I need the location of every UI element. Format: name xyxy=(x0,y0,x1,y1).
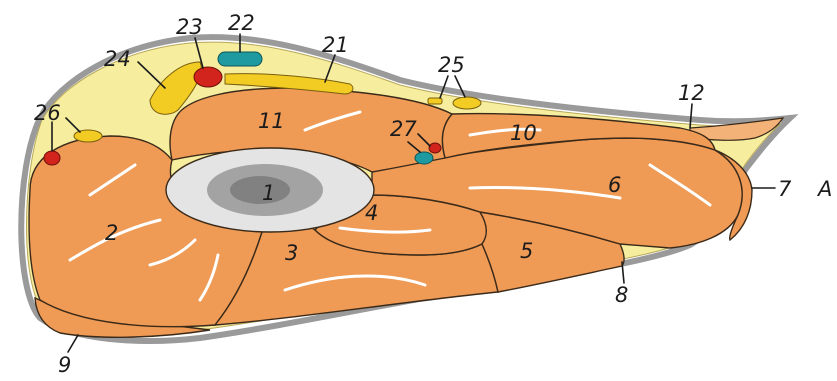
nerve-25 xyxy=(453,97,481,109)
label-4: 4 xyxy=(365,201,378,225)
label-2: 2 xyxy=(105,221,118,245)
label-3: 3 xyxy=(285,241,298,265)
label-23: 23 xyxy=(176,15,203,39)
label-12: 12 xyxy=(678,81,705,105)
label-25: 25 xyxy=(438,53,465,77)
label-10: 10 xyxy=(510,121,537,145)
label-26: 26 xyxy=(34,101,61,125)
artery-23 xyxy=(194,67,222,87)
nerve-small xyxy=(428,98,442,104)
label-22: 22 xyxy=(228,11,255,35)
label-6: 6 xyxy=(608,173,621,197)
label-8: 8 xyxy=(615,283,628,307)
bone-marrow-core xyxy=(230,176,290,204)
vein-22 xyxy=(218,52,262,66)
artery-27 xyxy=(429,143,441,153)
label-5: 5 xyxy=(520,239,533,263)
label-1: 1 xyxy=(262,181,275,205)
nerve-26 xyxy=(74,130,102,142)
label-7: 7 xyxy=(778,177,792,201)
vein-27 xyxy=(415,152,433,164)
artery-26 xyxy=(44,151,60,165)
leader-9 xyxy=(68,335,78,352)
label-9: 9 xyxy=(58,353,71,377)
label-21: 21 xyxy=(322,33,349,57)
side-letter: A xyxy=(816,177,832,201)
label-27: 27 xyxy=(390,117,417,141)
label-11: 11 xyxy=(258,109,285,133)
label-24: 24 xyxy=(104,47,131,71)
